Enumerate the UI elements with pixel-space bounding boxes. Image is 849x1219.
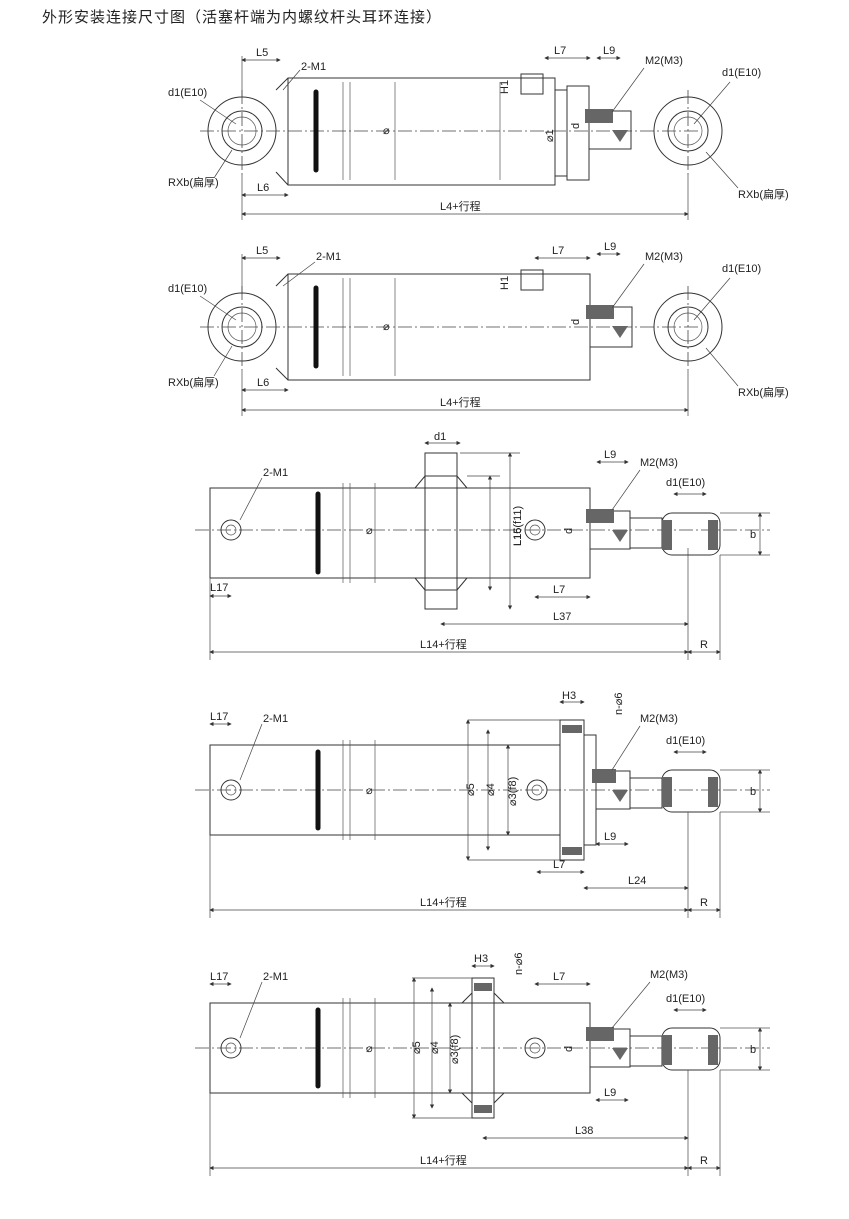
label-RXb-left: RXb(扁厚) (168, 176, 219, 189)
label-2-M1-v5: 2-M1 (263, 971, 288, 983)
view-1-rear-eye-mount (200, 73, 723, 186)
label-RXb-left-v2: RXb(扁厚) (168, 376, 219, 389)
label-phi1: ⌀1 (544, 129, 556, 142)
label-RXb-right: RXb(扁厚) (738, 188, 789, 201)
label-phi5-v5: ⌀5 (411, 1041, 423, 1054)
label-L14-stroke-v5: L14+行程 (420, 1154, 467, 1167)
label-L15-f11: L15(f11) (512, 506, 524, 546)
label-L17-v4: L17 (210, 711, 228, 723)
label-2-M1-v2: 2-M1 (316, 251, 341, 263)
label-L38: L38 (575, 1125, 593, 1137)
label-phi-v1: ⌀ (383, 125, 390, 137)
view-3-dimensions: d1 L15(f11) L16 2-M1 L17 L7 L37 L14+行程 R… (209, 431, 763, 660)
label-d1-E10-v3: d1(E10) (666, 477, 705, 489)
label-phi-v5: ⌀ (366, 1043, 373, 1055)
label-L5: L5 (256, 47, 268, 59)
label-M2-v2: M2(M3) (645, 251, 683, 263)
label-2-M1-v3: 2-M1 (263, 467, 288, 479)
label-d-v3: d (563, 528, 575, 534)
label-L24: L24 (628, 875, 646, 887)
label-L14-stroke-v3: L14+行程 (420, 638, 467, 651)
label-d1-E10-right: d1(E10) (722, 67, 761, 79)
label-M2-v3: M2(M3) (640, 457, 678, 469)
label-L7-v5: L7 (553, 971, 565, 983)
label-L16: L16 (512, 528, 524, 546)
label-L9-v5: L9 (604, 1087, 616, 1099)
label-L6-v2: L6 (257, 377, 269, 389)
label-L9-v4: L9 (604, 831, 616, 843)
label-b-v4: b (750, 786, 756, 798)
label-H3-v4: H3 (562, 690, 576, 702)
label-n-phi6-v5: n-⌀6 (513, 952, 525, 975)
label-phi5-v4: ⌀5 (465, 783, 477, 796)
label-L9-v1: L9 (603, 45, 615, 57)
label-phi-v4: ⌀ (366, 785, 373, 797)
view-4-dimensions: H3 n-⌀6 ⌀5 ⌀4 ⌀3(f8) 2-M1 L17 L7 L9 L24 … (209, 690, 763, 918)
label-L4-stroke-v2: L4+行程 (440, 396, 481, 409)
label-M2-v4: M2(M3) (640, 713, 678, 725)
label-L9-v3: L9 (604, 449, 616, 461)
label-M2-v5: M2(M3) (650, 969, 688, 981)
label-phi4-v4: ⌀4 (485, 783, 497, 796)
label-H3-v5: H3 (474, 953, 488, 965)
label-L7-v3: L7 (553, 584, 565, 596)
label-RXb-right-v2: RXb(扁厚) (738, 386, 789, 399)
label-L7-v4: L7 (553, 859, 565, 871)
label-L7-v1: L7 (554, 45, 566, 57)
view-5-mid-flange-mount (195, 977, 770, 1119)
label-L5-v2: L5 (256, 245, 268, 257)
label-L4-stroke: L4+行程 (440, 200, 481, 213)
label-H1-v2: H1 (499, 276, 511, 290)
label-L17-v3: L17 (210, 582, 228, 594)
label-L7-v2: L7 (552, 245, 564, 257)
view-1-dimensions: L5 2-M1 L6 L4+行程 d1(E10) RXb(扁厚) L7 L9 M… (168, 45, 789, 220)
label-2-M1: 2-M1 (301, 61, 326, 73)
label-L6: L6 (257, 182, 269, 194)
label-b-v5: b (750, 1044, 756, 1056)
label-d1-E10-left-v2: d1(E10) (168, 283, 207, 295)
label-2-M1-v4: 2-M1 (263, 713, 288, 725)
label-d1-E10-v5: d1(E10) (666, 993, 705, 1005)
view-4-front-flange-mount (195, 719, 770, 861)
label-R-v3: R (700, 639, 708, 651)
label-d-v1: d (570, 123, 582, 129)
label-L17-v5: L17 (210, 971, 228, 983)
label-d-v5: d (563, 1046, 575, 1052)
label-M2-v1: M2(M3) (645, 55, 683, 67)
label-b-v3: b (750, 529, 756, 541)
label-L9-v2: L9 (604, 241, 616, 253)
label-L37: L37 (553, 611, 571, 623)
label-H1-v1: H1 (499, 80, 511, 94)
page-title: 外形安装连接尺寸图（活塞杆端为内螺纹杆头耳环连接） (42, 8, 443, 26)
label-d-v2: d (570, 319, 582, 325)
label-R-v4: R (700, 897, 708, 909)
label-d1-E10-left: d1(E10) (168, 87, 207, 99)
label-phi3-v4: ⌀3(f8) (507, 777, 519, 806)
label-L14-stroke-v4: L14+行程 (420, 896, 467, 909)
label-phi-v3: ⌀ (366, 525, 373, 537)
label-phi4-v5: ⌀4 (429, 1041, 441, 1054)
view-5-dimensions: H3 n-⌀6 ⌀5 ⌀4 ⌀3(f8) 2-M1 L17 L7 L9 L38 … (209, 952, 763, 1176)
view-2-dimensions: L5 2-M1 L6 L4+行程 d1(E10) RXb(扁厚) L7 L9 M… (168, 241, 789, 416)
label-d1-E10-v4: d1(E10) (666, 735, 705, 747)
label-R-v5: R (700, 1155, 708, 1167)
label-d1-E10-right-v2: d1(E10) (722, 263, 761, 275)
label-n-phi6-v4: n-⌀6 (613, 692, 625, 715)
label-phi3-v5: ⌀3(f8) (449, 1035, 461, 1064)
label-d1-v3: d1 (434, 431, 446, 443)
view-3-trunnion-mount (195, 452, 770, 610)
view-2-rear-eye-mount (200, 269, 723, 381)
label-phi-v2: ⌀ (383, 321, 390, 333)
